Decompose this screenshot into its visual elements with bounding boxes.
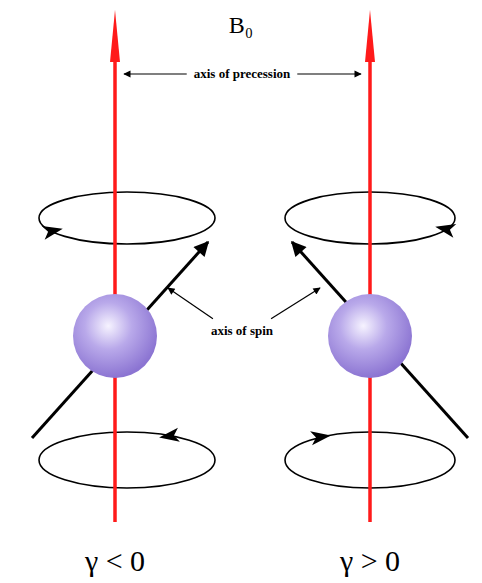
spin-axis — [32, 242, 468, 438]
precession-orbit — [39, 192, 455, 488]
gyromagnetic-sign: γ < 0 — [85, 544, 145, 577]
axis-label: axis of precession — [192, 67, 293, 81]
gyromagnetic-sign: γ > 0 — [340, 544, 400, 577]
nucleus-sphere — [73, 294, 412, 378]
leader-arrow — [124, 74, 361, 319]
field-axis — [110, 10, 375, 522]
axis-label: axis of spin — [209, 324, 275, 338]
orbit-arrowhead — [42, 220, 457, 445]
field-label: B₀ — [229, 12, 253, 38]
